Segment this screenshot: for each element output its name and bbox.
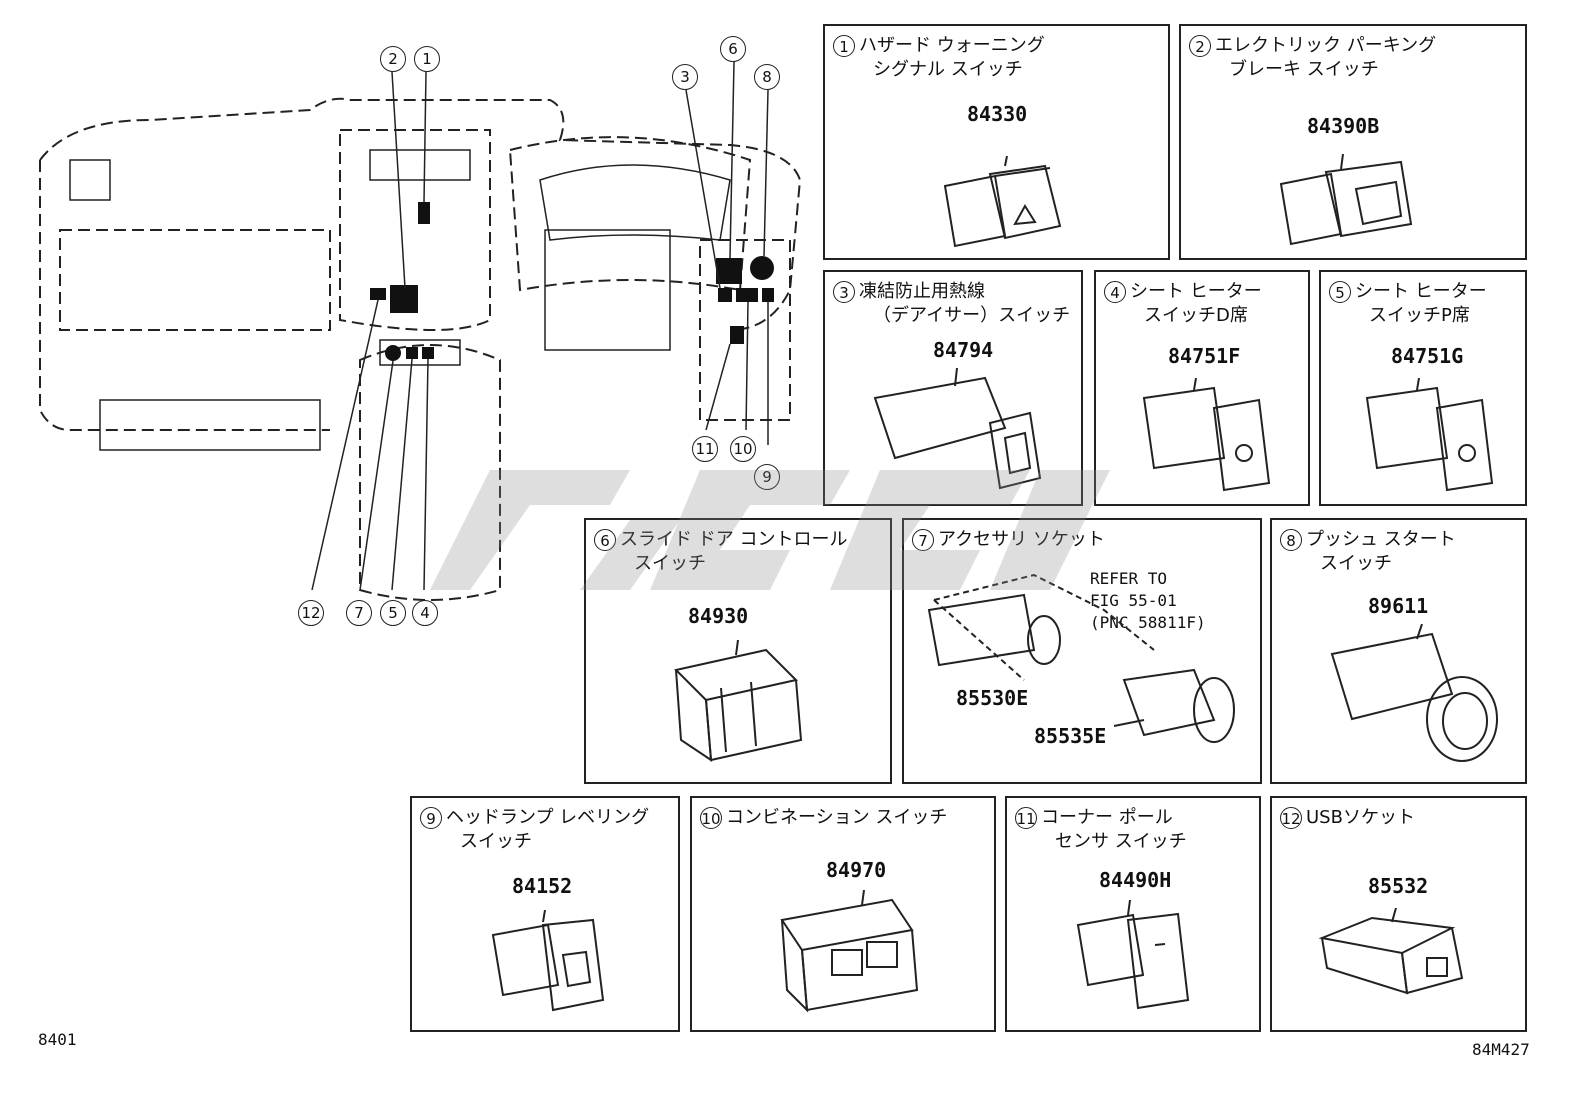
part-number: 84152	[512, 874, 573, 898]
panel-number: 11	[1015, 807, 1037, 829]
push-start-switch-icon	[1330, 624, 1498, 762]
part-number: 85530E	[956, 686, 1029, 710]
part-number: 84751F	[1168, 344, 1241, 368]
panel-number: 4	[1104, 281, 1126, 303]
part-number: 84970	[826, 858, 887, 882]
panel-number: 2	[1189, 35, 1211, 57]
accessory-socket-icon	[927, 573, 1235, 743]
deicer-switch-icon	[873, 368, 1042, 490]
panel-number: 7	[912, 529, 934, 551]
callout-9: 9	[754, 464, 780, 490]
corner-pole-switch-icon	[1076, 900, 1190, 1010]
panel-number: 5	[1329, 281, 1351, 303]
refer-note: REFER TO FIG 55-01 (PNC 58811F)	[1090, 569, 1206, 632]
callout-7: 7	[346, 600, 372, 626]
parking-brake-switch-icon	[1279, 154, 1413, 246]
panel-number: 9	[420, 807, 442, 829]
panel-number: 6	[594, 529, 616, 551]
callout-11: 11	[692, 436, 718, 462]
callout-2: 2	[380, 46, 406, 72]
part-number: 89611	[1368, 594, 1429, 618]
part-number: 84794	[933, 338, 994, 362]
callout-3: 3	[672, 64, 698, 90]
part-number: 84390B	[1307, 114, 1380, 138]
figure-code-right: 84M427	[1472, 1040, 1530, 1059]
callout-5: 5	[380, 600, 406, 626]
watermark-logo	[430, 470, 1110, 590]
panel-number: 12	[1280, 807, 1302, 829]
callout-1: 1	[414, 46, 440, 72]
panel-number: 1	[833, 35, 855, 57]
part-number: 84490H	[1099, 868, 1172, 892]
hazard-switch-icon	[943, 156, 1062, 248]
part-number: 84330	[967, 102, 1028, 126]
callout-12: 12	[298, 600, 324, 626]
slide-door-switch-icon	[674, 640, 803, 762]
seat-heater-switch-icon	[1142, 378, 1271, 492]
panel-number: 3	[833, 281, 855, 303]
callout-10: 10	[730, 436, 756, 462]
seat-heater-switch-icon	[1365, 378, 1494, 492]
part-number: 84930	[688, 604, 749, 628]
combination-switch-icon	[780, 890, 919, 1013]
panel-number: 10	[700, 807, 722, 829]
panel-number: 8	[1280, 529, 1302, 551]
part-number: 85532	[1368, 874, 1429, 898]
part-number: 84751G	[1391, 344, 1464, 368]
headlamp-leveling-switch-icon	[491, 910, 605, 1012]
part-number-2: 85535E	[1034, 724, 1107, 748]
callout-4: 4	[412, 600, 438, 626]
callout-8: 8	[754, 64, 780, 90]
callout-6: 6	[720, 36, 746, 62]
dashboard-overview: 2 1 3 6 8 11 10 9 12 7 5 4	[30, 30, 820, 630]
dashboard-outline	[39, 61, 802, 601]
figure-code-left: 8401	[38, 1030, 77, 1049]
usb-socket-icon	[1318, 908, 1464, 995]
